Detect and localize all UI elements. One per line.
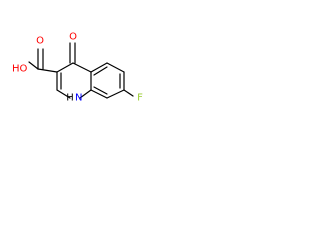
bond-c7-c8 (106, 89, 125, 99)
atom-label-carbonyl-oxygen: O (36, 36, 44, 47)
atom-label-ring-carbonyl-oxygen: O (69, 32, 77, 43)
atom-label-amine-hydrogen: H (66, 93, 74, 104)
bond-c8-c8a (90, 89, 108, 99)
bond-c4a-c5 (90, 62, 108, 73)
bond-c7-f (123, 89, 134, 97)
bond-n1-c8a (79, 89, 92, 99)
atom-label-hydroxyl: HO (12, 64, 28, 75)
bond-c2-n1 (56, 89, 71, 99)
bond-c-oh (28, 61, 39, 70)
atom-label-ring-nitrogen: N (75, 93, 82, 104)
bond-group (28, 42, 134, 99)
bond-c3-c4 (56, 62, 74, 73)
bond-c4a-c5-inner (93, 66, 108, 76)
bond-c5-c6 (106, 62, 125, 73)
atom-label-group: HO O O H N F (12, 32, 143, 104)
bond-c4-c4a (72, 62, 92, 73)
bond-cooh-to-c3 (37, 68, 58, 73)
bond-c8-c8a-inner (93, 86, 108, 95)
atom-label-fluorine: F (137, 93, 143, 104)
molecule-structure-diagram: HO O O H N F (12, 32, 143, 104)
